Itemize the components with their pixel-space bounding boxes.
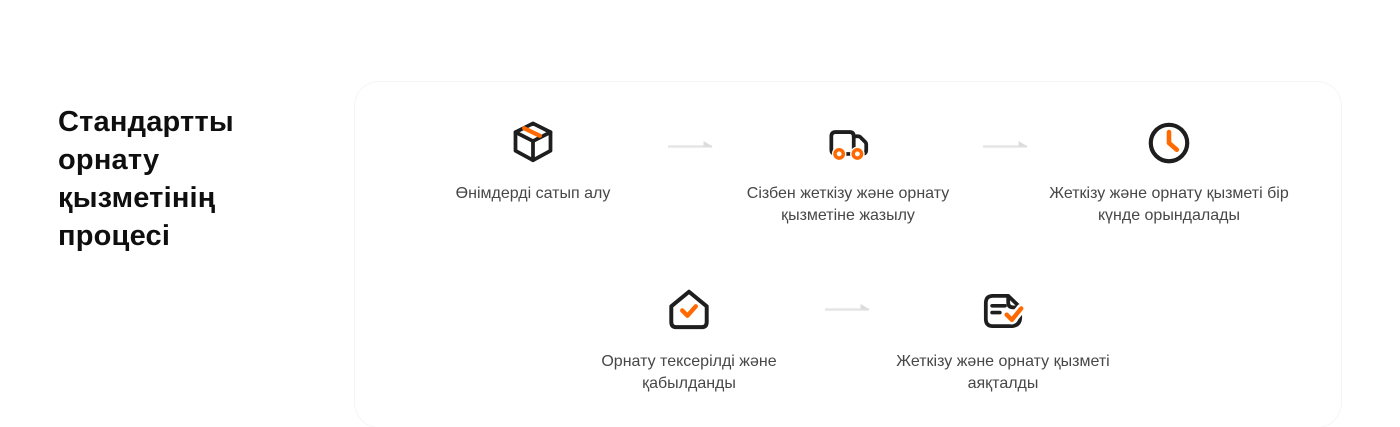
document-check-icon bbox=[978, 286, 1028, 336]
step-one-day-service: Жеткізу және орнату қызметі бір күнде ор… bbox=[1039, 118, 1299, 226]
flow-arrow-icon bbox=[824, 300, 872, 318]
clock-icon bbox=[1144, 118, 1194, 168]
step-caption: Сізбен жеткізу және орнату қызметіне жаз… bbox=[746, 185, 950, 224]
page-title: Стандартты орнату қызметінің процесі bbox=[58, 106, 234, 252]
delivery-truck-icon bbox=[823, 118, 873, 168]
step-install-accepted: Орнату тексерілді және қабылданды bbox=[559, 286, 819, 394]
step-purchase: Өнімдерді сатып алу bbox=[403, 118, 663, 205]
step-delivery-signup: Сізбен жеткізу және орнату қызметіне жаз… bbox=[718, 118, 978, 226]
house-check-icon bbox=[664, 286, 714, 336]
step-caption: Өнімдерді сатып алу bbox=[455, 185, 611, 202]
package-box-icon bbox=[508, 118, 558, 168]
step-caption: Жеткізу және орнату қызметі аяқталды bbox=[896, 353, 1110, 392]
flow-arrow-icon bbox=[982, 137, 1030, 155]
step-caption: Орнату тексерілді және қабылданды bbox=[601, 353, 777, 392]
step-caption: Жеткізу және орнату қызметі бір күнде ор… bbox=[1049, 185, 1289, 224]
flow-arrow-icon bbox=[667, 137, 715, 155]
step-service-completed: Жеткізу және орнату қызметі аяқталды bbox=[873, 286, 1133, 394]
process-card: Өнімдерді сатып алу bbox=[355, 82, 1341, 427]
